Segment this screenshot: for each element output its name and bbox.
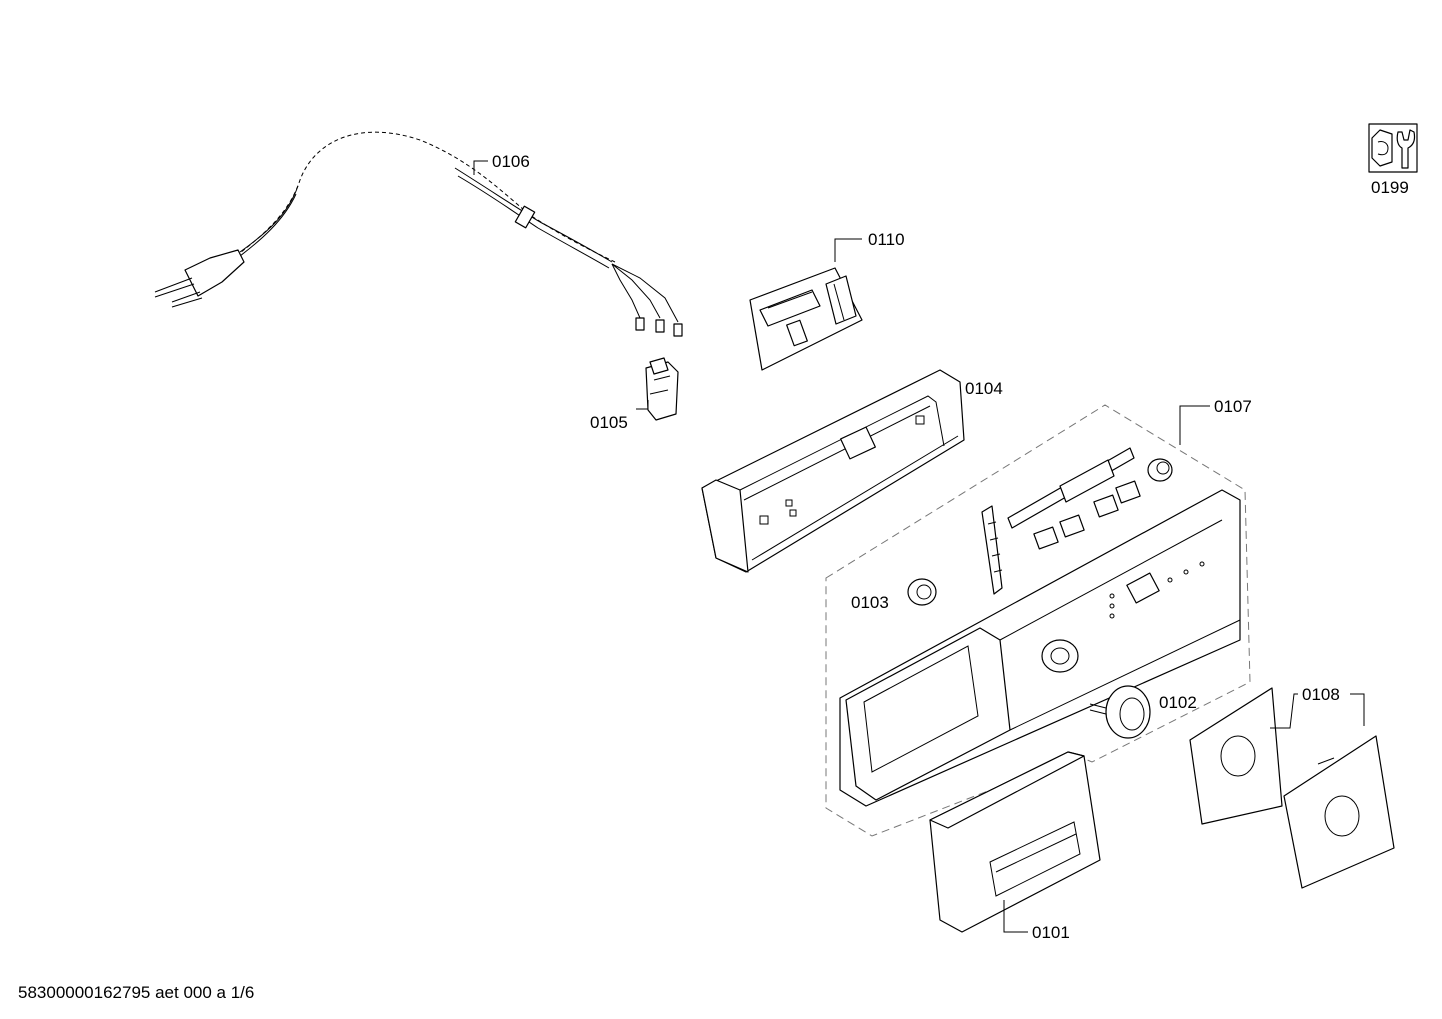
power-cord-part[interactable] [154,131,683,337]
bushing-part[interactable] [1147,458,1173,482]
label-0103: 0103 [851,593,889,612]
program-selector-insert-part[interactable] [907,578,937,606]
interference-filter-part[interactable] [645,357,679,421]
label-0108: 0108 [1302,685,1340,704]
assembly-group-outline [825,404,1251,837]
selector-knob-part[interactable] [1089,685,1151,739]
label-0104: 0104 [965,379,1003,398]
label-0102: 0102 [1159,693,1197,712]
drawer-handle-part[interactable] [929,751,1101,933]
label-0199: 0199 [1371,178,1409,197]
electronic-module-part[interactable] [749,267,863,371]
button-caps-part[interactable] [1033,480,1141,550]
cover-plate-front-part[interactable] [1189,687,1283,825]
light-guide-part[interactable] [1007,447,1135,529]
cover-plate-rear-part[interactable] [1283,735,1395,889]
wrench-nut-icon[interactable] [1368,123,1418,173]
document-id: 58300000162795 aet 000 a 1/6 [18,983,254,1002]
label-0107: 0107 [1214,397,1252,416]
control-housing-part[interactable] [701,369,965,573]
indicator-comb-part[interactable] [981,505,1003,595]
label-0101: 0101 [1032,923,1070,942]
control-panel-fascia-part[interactable] [839,489,1241,807]
label-0110: 0110 [868,230,905,249]
label-0106: 0106 [492,152,530,171]
label-0105: 0105 [590,413,628,432]
